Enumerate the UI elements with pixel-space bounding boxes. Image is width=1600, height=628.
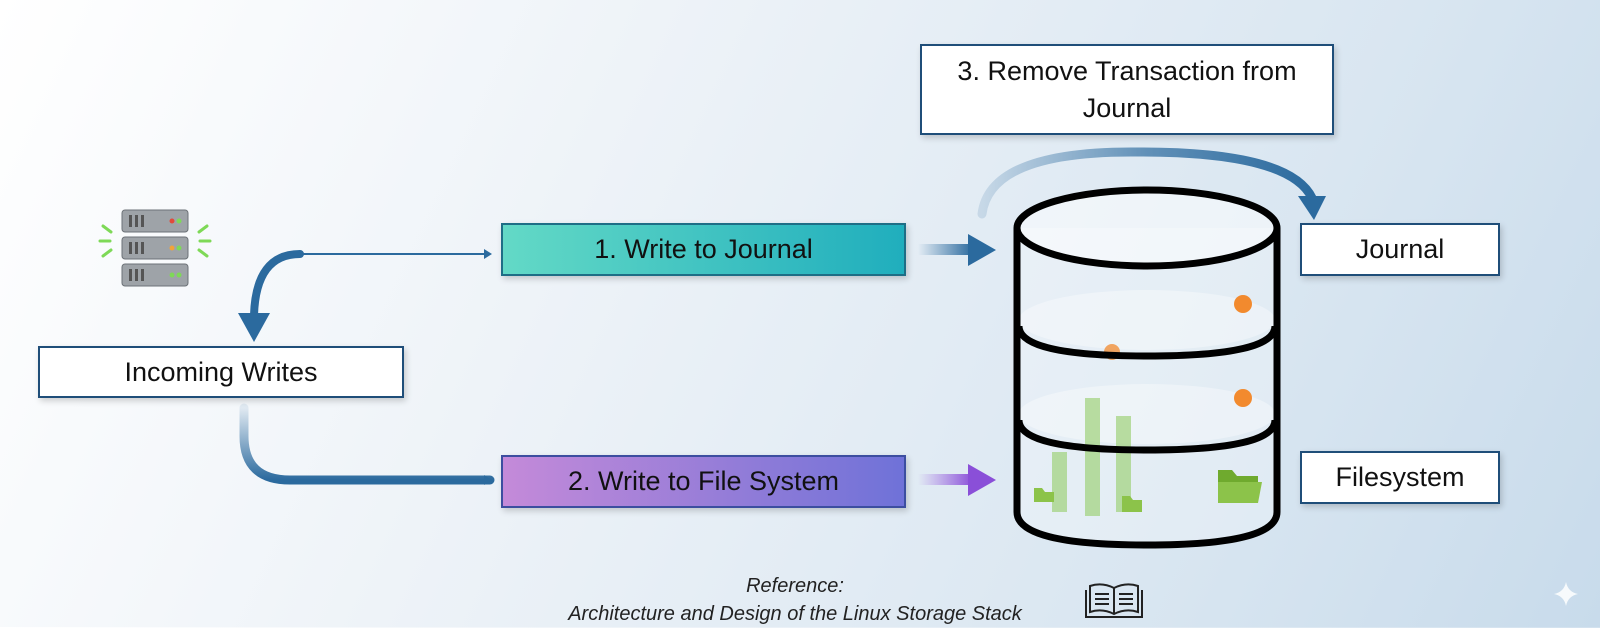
arrow-to-step2 — [239, 403, 495, 485]
reference-caption: Reference: Architecture and Design of th… — [520, 572, 1070, 628]
server-icon — [98, 209, 212, 287]
incoming-writes-box: Incoming Writes — [38, 346, 404, 398]
arc-arrow — [977, 147, 1317, 219]
step1-write-to-journal: 1. Write to Journal — [501, 223, 906, 276]
step1-label: 1. Write to Journal — [594, 234, 813, 264]
incoming-writes-label: Incoming Writes — [124, 356, 318, 387]
journal-label: Journal — [1355, 234, 1445, 264]
step3-remove-transaction: 3. Remove Transaction from Journal — [920, 44, 1334, 135]
filesystem-label: Filesystem — [1335, 462, 1465, 492]
curve-down-to-incoming — [250, 250, 304, 319]
step3-label: 3. Remove Transaction from Journal — [957, 55, 1297, 123]
reference-heading: Reference: — [746, 575, 844, 597]
database-icon — [1013, 186, 1281, 549]
sparkle-icon — [1554, 582, 1578, 606]
arrow-to-step1 — [253, 253, 490, 301]
folder-icon — [1218, 470, 1262, 503]
step2-label: 2. Write to File System — [567, 466, 840, 496]
reference-title: Architecture and Design of the Linux Sto… — [568, 603, 1022, 625]
journal-box: Journal — [1300, 223, 1500, 276]
step2-write-to-file-system: 2. Write to File System — [501, 455, 906, 508]
book-icon — [1085, 583, 1143, 618]
filesystem-box: Filesystem — [1300, 451, 1500, 504]
